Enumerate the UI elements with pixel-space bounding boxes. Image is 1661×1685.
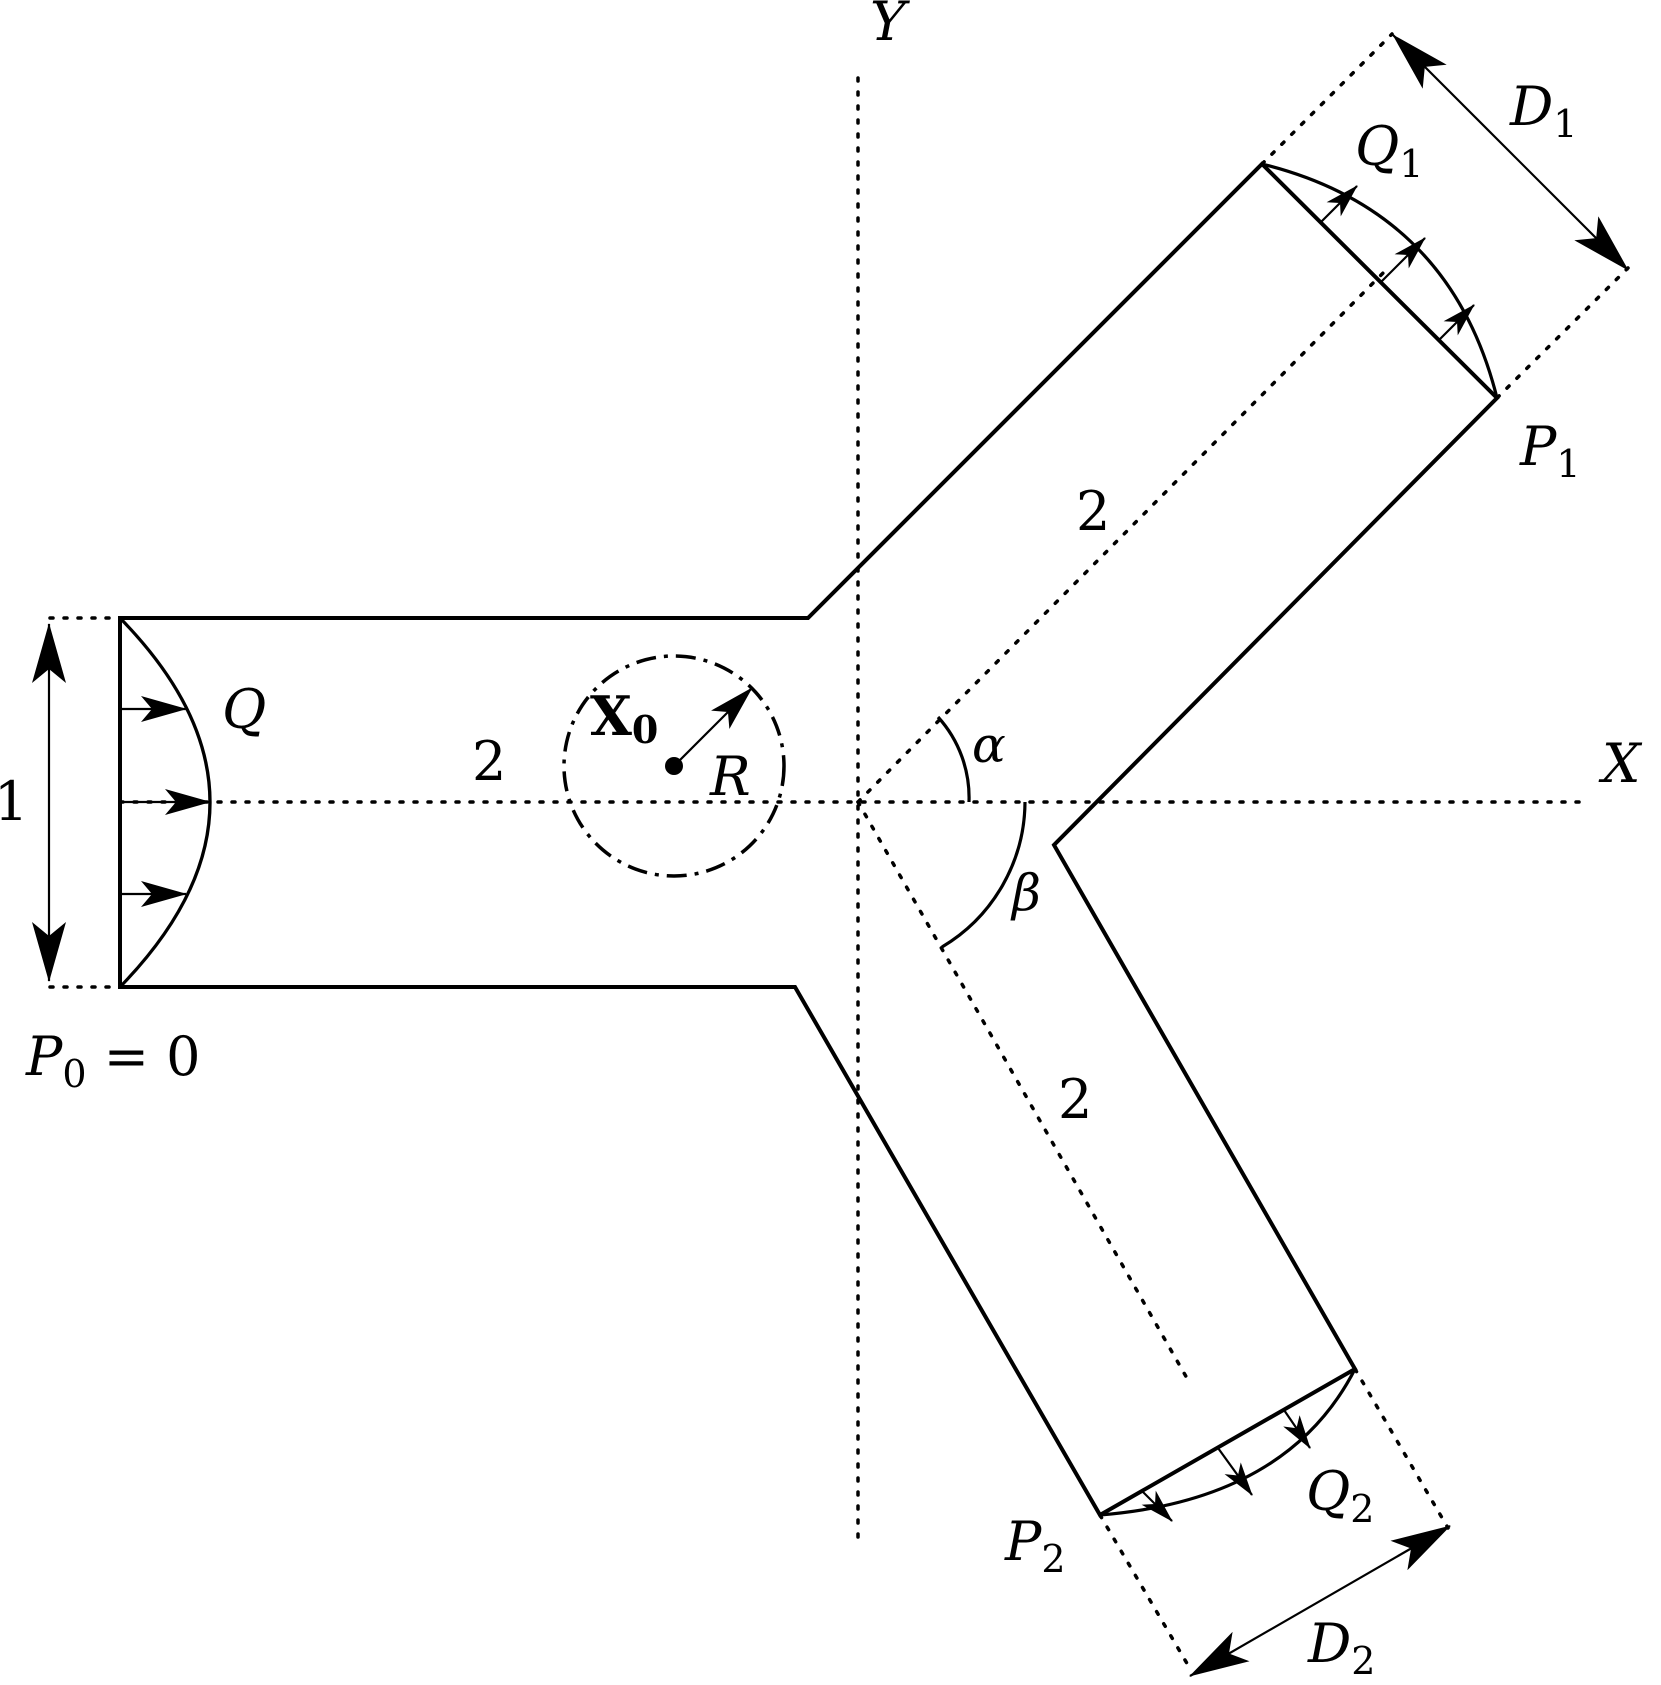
center-label: X0 <box>590 684 658 752</box>
branch2-length-label: 2 <box>1058 1068 1092 1131</box>
inlet-pressure-label: P0 = 0 <box>25 1025 200 1096</box>
channel-outline <box>118 161 1500 1518</box>
outlet1-velocity-arrow-1 <box>1319 185 1358 224</box>
branch2-centerline <box>856 800 1190 1382</box>
d2-ext-right <box>1353 1367 1450 1530</box>
y-axis-label: Y <box>870 0 910 53</box>
outlet2-flow-label: Q2 <box>1306 1460 1374 1531</box>
outlet1-velocity-arrow-3 <box>1437 304 1475 342</box>
d1-ext-bottom <box>1495 266 1630 400</box>
radius-label: R <box>709 745 751 808</box>
branch1-centerline <box>856 266 1390 804</box>
outlet2-pressure-label: P2 <box>1004 1510 1066 1581</box>
alpha-angle-arc <box>936 715 971 803</box>
radius-arrow <box>673 687 753 767</box>
d1-ext-top <box>1260 32 1394 166</box>
d2-dimension-arrow <box>1189 1525 1451 1677</box>
branch1-length-label: 2 <box>1076 480 1110 543</box>
inlet-flow-label: Q <box>222 678 266 741</box>
d2-ext-left <box>1098 1513 1194 1674</box>
d2-label: D2 <box>1307 1612 1375 1680</box>
outlet1-pressure-label: P1 <box>1519 415 1581 486</box>
outlet2-velocity-arrow-3 <box>1283 1409 1311 1449</box>
beta-label: β <box>1010 864 1041 922</box>
region-circle <box>562 654 786 878</box>
d1-dimension-arrow <box>1392 34 1629 271</box>
outlet1-velocity-arrow-2 <box>1379 237 1426 284</box>
inlet-width-label: 1 <box>0 770 28 833</box>
x-axis-label: X <box>1598 732 1643 795</box>
d1-label: D1 <box>1509 75 1577 146</box>
alpha-label: α <box>972 716 1006 774</box>
beta-angle-arc <box>941 801 1027 949</box>
outlet2-velocity-arrow-2 <box>1217 1447 1253 1496</box>
inlet-length-label: 2 <box>472 730 506 793</box>
outlet1-flow-label: Q1 <box>1355 115 1423 186</box>
outlet2-velocity-arrow-1 <box>1141 1490 1173 1522</box>
